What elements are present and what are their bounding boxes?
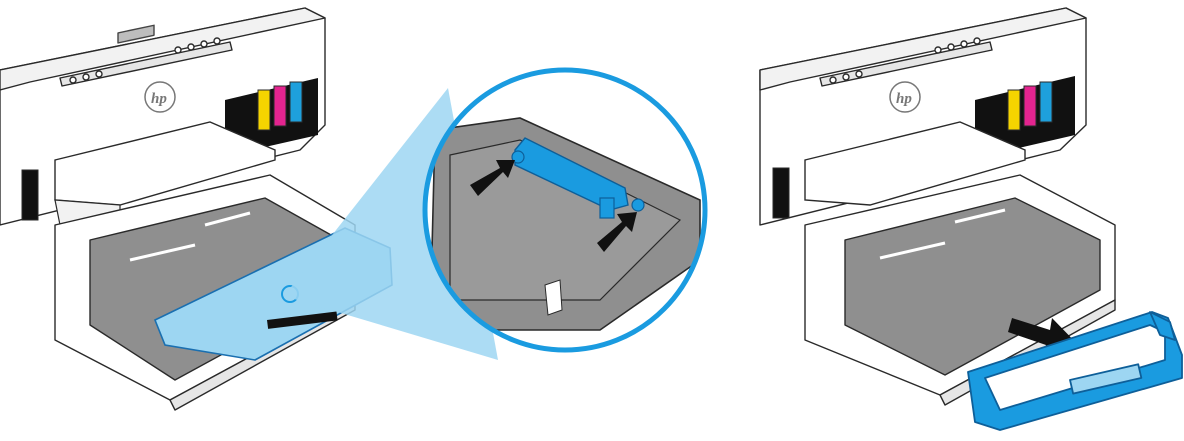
left-ink-tank-yellow (258, 90, 270, 130)
right-side-black-tank (773, 168, 789, 218)
left-panel: hp (0, 8, 392, 410)
right-ink-tank-cyan (1040, 82, 1052, 122)
right-panel: hp (760, 8, 1182, 430)
right-hp-logo-text: hp (896, 91, 912, 107)
right-ink-tank-yellow (1008, 90, 1020, 130)
left-hp-logo-text: hp (151, 91, 167, 107)
left-ink-tank-cyan (290, 82, 302, 122)
left-ink-tank-magenta (274, 86, 286, 126)
callout (284, 70, 710, 360)
left-side-black-tank (22, 170, 38, 220)
right-ink-tank-magenta (1024, 86, 1036, 126)
